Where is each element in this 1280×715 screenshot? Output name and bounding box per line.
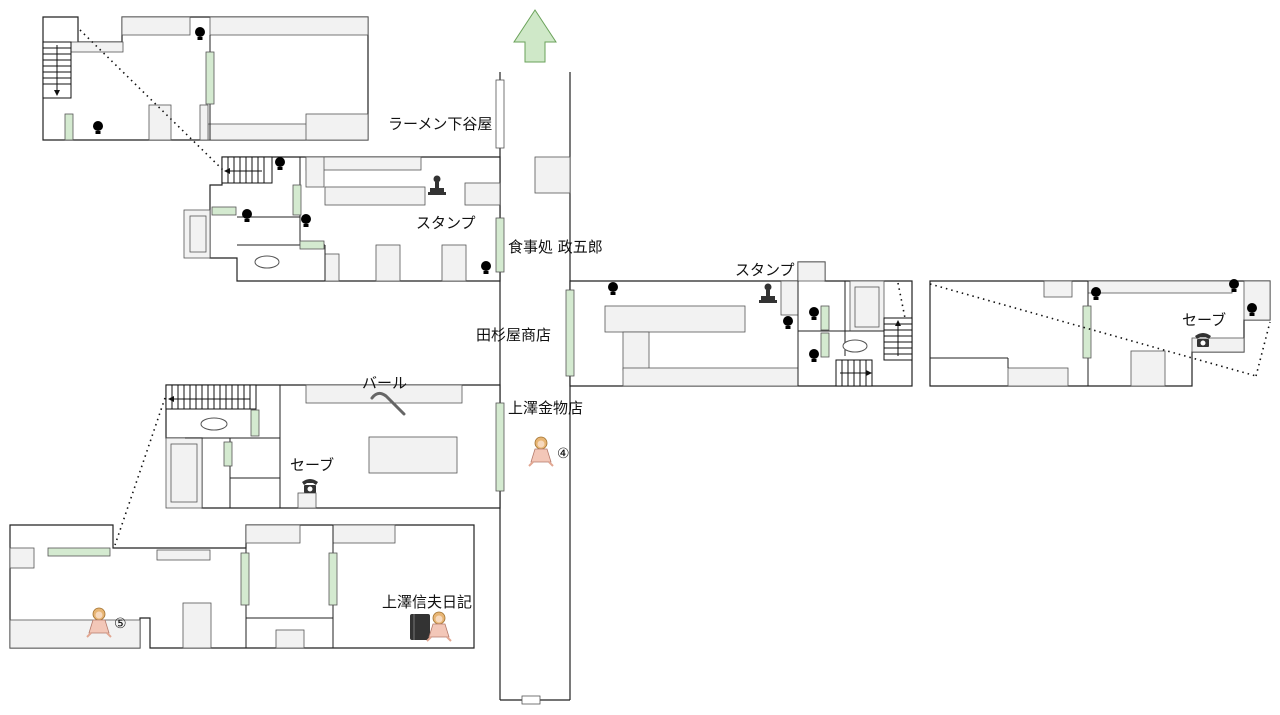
main-street: [495, 72, 571, 705]
label-ramen-shitaya: ラーメン下谷屋: [388, 115, 492, 133]
building-lower-left: [9, 524, 475, 649]
marker-doll-5: ⑤: [114, 616, 127, 632]
label-tasugiya-shoten: 田杉屋商店: [476, 326, 551, 344]
building-bar-room: [165, 384, 505, 509]
stair-connector-upper: [79, 29, 226, 173]
phone-icon: [302, 479, 318, 493]
label-stamp-right: スタンプ: [735, 261, 795, 279]
stairs-shokuji: [221, 156, 273, 184]
label-diary: 上澤信夫日記: [382, 593, 472, 611]
building-right: [565, 261, 913, 387]
building-far-right: [929, 280, 1271, 387]
label-save-right: セーブ: [1182, 311, 1226, 329]
label-save-left: セーブ: [290, 456, 334, 474]
building-shokuji: [183, 156, 505, 282]
stairs-right: [835, 317, 913, 387]
building-upper-floor: [42, 16, 369, 141]
doll-icon: [528, 436, 554, 467]
label-stamp-left: スタンプ: [416, 214, 476, 232]
stair-connector-right-3: [1255, 321, 1271, 377]
label-shokuji-masagoro: 食事処 政五郎: [508, 238, 603, 256]
stair-connector-right-1: [897, 282, 906, 319]
marker-doll-4: ④: [557, 446, 570, 462]
phone-icon: [1195, 333, 1211, 347]
stair-connector-lower: [114, 397, 166, 546]
north-arrow-icon: [513, 9, 557, 63]
label-bar: バール: [362, 374, 407, 392]
label-uezawa-kanamono: 上澤金物店: [508, 399, 583, 417]
crowbar-icon: [370, 391, 406, 416]
stairs-bar-room: [165, 384, 257, 410]
stairs-upper: [42, 41, 72, 99]
stair-connector-right-2: [929, 283, 1257, 377]
book-icon: [410, 614, 430, 640]
